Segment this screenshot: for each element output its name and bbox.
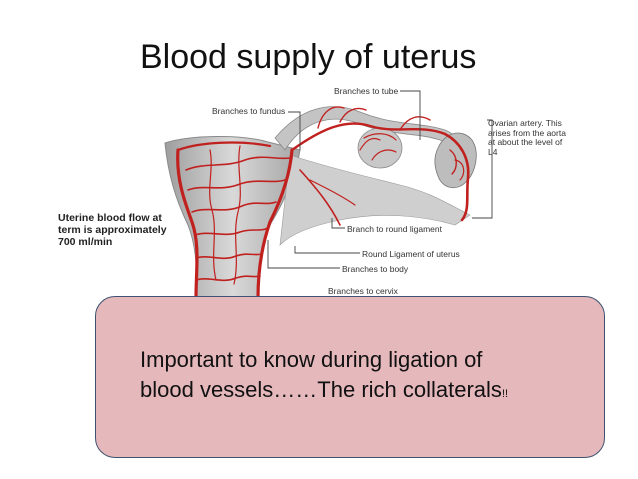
flow-line-2: term is approximately — [58, 224, 167, 236]
label-branches-to-tube: Branches to tube — [334, 86, 399, 96]
ovarian-line-3: at about the level of — [488, 137, 563, 147]
callout-text: Important to know during ligation of blo… — [140, 345, 508, 409]
ovarian-line-1: Ovarian artery. This — [488, 118, 562, 128]
callout-line-1: Important to know during ligation of — [140, 347, 483, 372]
callout-suffix: !! — [501, 388, 509, 400]
callout-line-2-wrap: blood vessels……The rich collaterals!! — [140, 375, 508, 409]
label-branches-to-cervix: Branches to cervix — [328, 286, 398, 296]
uterine-blood-flow-note: Uterine blood flow at term is approximat… — [58, 212, 167, 248]
uterus-body — [164, 135, 301, 301]
flow-line-3: 700 ml/min — [58, 236, 113, 248]
flow-line-1: Uterine blood flow at — [58, 212, 162, 224]
label-branch-to-round-ligament: Branch to round ligament — [347, 224, 442, 234]
label-leader-lines — [267, 90, 493, 269]
broad-ligament — [279, 154, 471, 246]
ovarian-line-2: arises from the aorta — [488, 127, 566, 138]
label-round-ligament-of-uterus: Round Ligament of uterus — [362, 249, 460, 259]
label-ovarian-artery: Ovarian artery. This arises from the aor… — [488, 118, 566, 157]
callout-box: Important to know during ligation of blo… — [95, 296, 605, 458]
label-branches-to-fundus: Branches to fundus — [212, 106, 286, 116]
slide-title: Blood supply of uterus — [140, 38, 477, 76]
label-branches-to-body: Branches to body — [342, 264, 409, 274]
ovarian-line-4: L4 — [488, 146, 498, 157]
callout-line-2: blood vessels……The rich collaterals — [140, 377, 502, 402]
artery-network — [176, 106, 470, 300]
